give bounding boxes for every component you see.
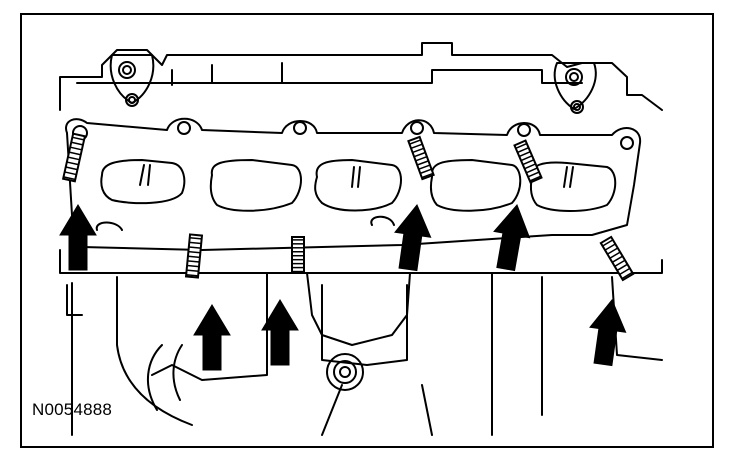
pointer-arrow-icon	[589, 299, 627, 367]
diagram-frame: N0054888	[20, 13, 714, 448]
port-5	[529, 161, 617, 212]
upper-boss-left	[109, 54, 155, 104]
lower-block	[59, 249, 663, 274]
exhaust-flange	[65, 117, 642, 251]
port-2	[209, 159, 302, 212]
pointer-arrow-icon	[59, 204, 97, 271]
pointer-arrow-icon	[261, 299, 299, 366]
stud-icon	[599, 235, 635, 282]
stud-icon	[407, 135, 435, 181]
stud-icon	[291, 236, 305, 274]
pointer-arrow-icon	[394, 204, 432, 272]
port-3	[314, 159, 402, 212]
engine-illustration	[59, 42, 663, 436]
port-1	[100, 159, 186, 205]
stud-icon	[61, 132, 87, 183]
pointer-arrow-icon	[493, 204, 531, 272]
stud-icon	[513, 139, 543, 184]
port-4	[429, 159, 522, 212]
stud-icon	[184, 233, 204, 279]
pointer-arrow-icon	[193, 304, 231, 371]
drain-plug	[326, 353, 364, 391]
figure-id-label: N0054888	[32, 400, 113, 419]
cylinder-head-outline	[59, 42, 663, 111]
